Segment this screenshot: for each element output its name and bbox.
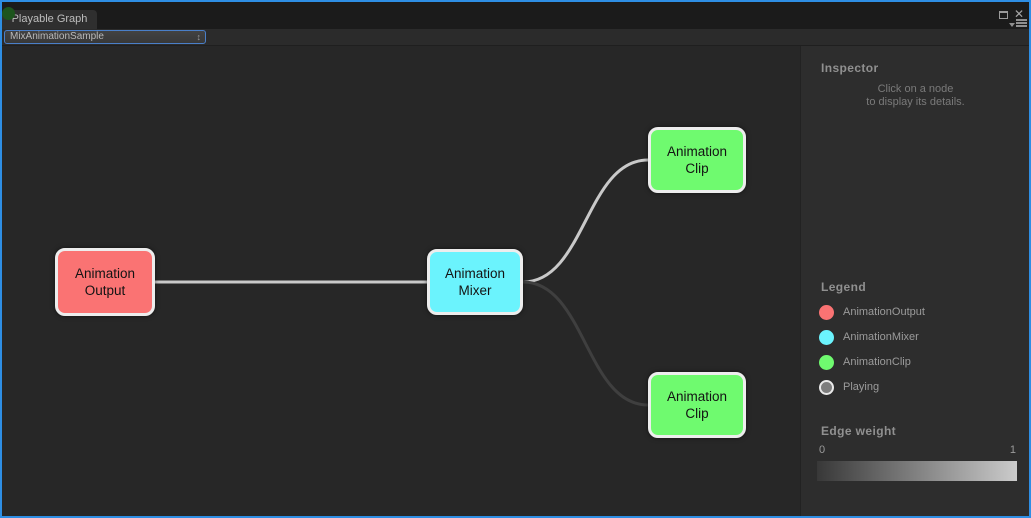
legend-item-animation-mixer: AnimationMixer [819,329,919,345]
legend-label: AnimationClip [843,356,911,368]
node-animation-output[interactable]: Animation Output [55,248,155,316]
green-dot-icon [2,7,15,20]
legend-swatch-animation-clip [819,354,834,370]
dropdown-arrows-icon: ↕ [196,32,202,42]
graph-selector-dropdown[interactable]: MixAnimationSample ↕ [4,30,206,44]
edge-weight-scale: 0 1 [819,444,1016,456]
tab-playable-graph[interactable]: Playable Graph [2,10,97,29]
legend-swatch-animation-mixer [819,329,834,345]
inspector-panel: Inspector Click on a node to display its… [800,46,1029,516]
edge-weight-gradient-bar [817,461,1017,481]
legend-swatch-animation-output [819,304,834,320]
dropdown-triangle-icon [1009,22,1015,27]
legend-swatch-playing [819,379,834,395]
toolbar: MixAnimationSample ↕ [2,29,1029,46]
legend-item-animation-clip: AnimationClip [819,354,911,370]
node-animation-clip-bottom[interactable]: Animation Clip [648,372,746,438]
tab-bar: Playable Graph ✕ [2,2,1029,29]
legend-label: AnimationMixer [843,331,919,343]
edge-weight-min: 0 [819,444,826,456]
inspector-title: Inspector [821,61,879,75]
edge-weight-title: Edge weight [821,424,897,438]
maximize-icon[interactable] [999,11,1008,19]
node-animation-mixer[interactable]: Animation Mixer [427,249,523,315]
graph-selector-value: MixAnimationSample [10,31,104,42]
pane-menu-icon[interactable] [1009,18,1027,28]
inspector-hint: Click on a node to display its details. [866,83,965,108]
legend-item-playing: Playing [819,379,879,395]
legend-item-animation-output: AnimationOutput [819,304,925,320]
node-animation-clip-top[interactable]: Animation Clip [648,127,746,193]
window-controls: ✕ [996,7,1026,29]
edge-weight-max: 1 [1009,444,1016,456]
legend-label: AnimationOutput [843,306,925,318]
legend-title: Legend [821,280,867,294]
legend-label: Playing [843,381,880,393]
close-icon[interactable]: ✕ [1013,7,1024,21]
hamburger-icon [1016,18,1027,28]
